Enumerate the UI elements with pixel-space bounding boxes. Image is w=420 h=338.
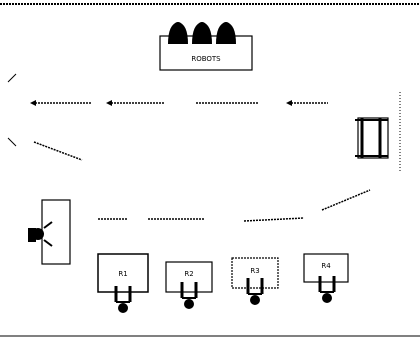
gripper-icon xyxy=(246,278,264,305)
bottom-station-3: R3 xyxy=(231,257,279,305)
gripper-icon xyxy=(114,286,132,313)
bottom-station-3-label: R3 xyxy=(250,267,259,275)
bottom-station-4-label: R4 xyxy=(321,262,331,270)
left-edge-arrow-top xyxy=(7,73,17,83)
bottom-station-2: R2 xyxy=(165,261,213,309)
right-station xyxy=(355,117,389,159)
dashed-arrow-icon xyxy=(30,100,292,106)
top-station: ROBOTS xyxy=(159,22,253,71)
robot-arm-icon xyxy=(216,22,236,44)
robot-arm-icon xyxy=(168,22,188,44)
bottom-station-2-label: R2 xyxy=(184,270,193,278)
bottom-station-1-label: R1 xyxy=(118,270,127,278)
gripper-icon xyxy=(318,276,336,303)
left-edge-arrow-bottom xyxy=(7,137,17,147)
flow-row-middle xyxy=(98,217,305,222)
gripper-icon xyxy=(180,282,198,309)
flow-diagonal-left xyxy=(33,141,83,161)
bottom-station-4: R4 xyxy=(303,253,349,303)
robot-arm-icon xyxy=(28,221,53,247)
robot-arm-icon xyxy=(192,22,212,44)
top-station-label: ROBOTS xyxy=(191,55,221,63)
left-station xyxy=(28,199,71,265)
flow-diagonal-right xyxy=(321,189,371,211)
bottom-station-1: R1 xyxy=(97,253,149,313)
